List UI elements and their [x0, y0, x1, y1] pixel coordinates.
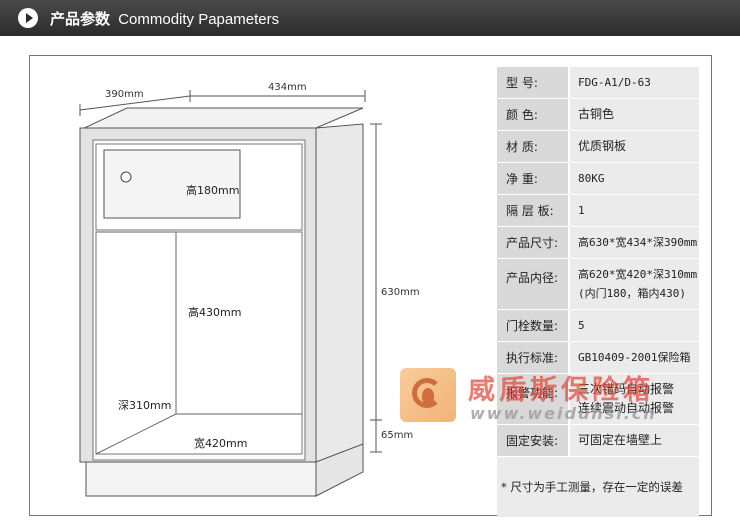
spec-row-model: 型 号: FDG-A1/D-63 [497, 67, 699, 99]
section-title: 产品参数 Commodity Papameters [50, 8, 279, 29]
safe-top-panel [79, 107, 364, 131]
spec-row-color: 颜 色: 古铜色 [497, 99, 699, 131]
depth-dimension-line [79, 95, 191, 111]
section-title-en: Commodity Papameters [118, 11, 280, 28]
drawer-height-label: 高180mm [186, 184, 240, 197]
spec-row-alarm: 报警功能: 三次错码自动报警 连续震动自动报警 [497, 374, 699, 425]
spec-value: 优质钢板 [570, 131, 699, 162]
watermark-brand: 威盾斯保险箱 [468, 375, 654, 406]
drawer-door [103, 149, 241, 219]
watermark-url: www.weidunsi.cn [470, 404, 657, 423]
interior-compartment [95, 231, 303, 455]
width-434-label: 434mm [268, 82, 307, 93]
spec-value-line-2: (内门180，箱内430) [578, 287, 686, 300]
spec-row-note: * 尺寸为手工测量，存在一定的误差 [497, 457, 699, 518]
spec-label: 固定安装: [497, 425, 569, 456]
spec-value-line-2: 连续震动自动报警 [578, 401, 675, 415]
keyhole-icon [120, 171, 132, 183]
spec-value: 1 [570, 195, 699, 226]
section-header: 产品参数 Commodity Papameters [0, 0, 740, 36]
spec-row-install: 固定安装: 可固定在墙壁上 [497, 425, 699, 457]
spec-row-size: 产品尺寸: 高630*宽434*深390mm [497, 227, 699, 259]
spec-row-bolts: 门栓数量: 5 [497, 310, 699, 342]
spec-label: 净 重: [497, 163, 569, 194]
spec-row-material: 材 质: 优质钢板 [497, 131, 699, 163]
spec-row-shelf: 隔 层 板: 1 [497, 195, 699, 227]
spec-label: 报警功能: [497, 374, 569, 424]
base-65-label: 65mm [381, 430, 414, 441]
spec-value: 高630*宽434*深390mm [570, 227, 699, 258]
spec-value: FDG-A1/D-63 [570, 67, 699, 98]
spec-label: 型 号: [497, 67, 569, 98]
depth-390-label: 390mm [105, 89, 144, 100]
spec-value-line-1: 高620*宽420*深310mm [578, 268, 698, 281]
spec-value-line-1: 三次错码自动报警 [578, 382, 675, 396]
spec-label: 门栓数量: [497, 310, 569, 341]
spec-row-weight: 净 重: 80KG [497, 163, 699, 195]
spec-value: 高620*宽420*深310mm (内门180，箱内430) [570, 259, 699, 309]
spec-table: 型 号: FDG-A1/D-63 颜 色: 古铜色 材 质: 优质钢板 净 重:… [497, 67, 699, 518]
height-630-label: 630mm [381, 287, 420, 298]
section-title-cn: 产品参数 [50, 11, 111, 28]
spec-label: 产品尺寸: [497, 227, 569, 258]
spec-value: GB10409-2001保险箱 [570, 342, 699, 373]
inner-height-label: 高430mm [188, 306, 242, 319]
spec-value: 80KG [570, 163, 699, 194]
spec-label: 执行标准: [497, 342, 569, 373]
spec-label: 材 质: [497, 131, 569, 162]
safe-side-panel [315, 123, 364, 463]
spec-label: 颜 色: [497, 99, 569, 130]
spec-value: 5 [570, 310, 699, 341]
spec-row-inner-size: 产品内径: 高620*宽420*深310mm (内门180，箱内430) [497, 259, 699, 310]
inner-depth-label: 深310mm [118, 399, 172, 412]
measurement-note: * 尺寸为手工测量，存在一定的误差 [497, 457, 699, 517]
spec-label: 隔 层 板: [497, 195, 569, 226]
spec-value: 三次错码自动报警 连续震动自动报警 [570, 374, 699, 424]
spec-row-standard: 执行标准: GB10409-2001保险箱 [497, 342, 699, 374]
play-arrow-icon [18, 8, 38, 28]
inner-width-label: 宽420mm [194, 437, 248, 450]
spec-value: 可固定在墙壁上 [570, 425, 699, 456]
spec-value: 古铜色 [570, 99, 699, 130]
watermark-logo-icon [400, 368, 456, 422]
spec-label: 产品内径: [497, 259, 569, 309]
